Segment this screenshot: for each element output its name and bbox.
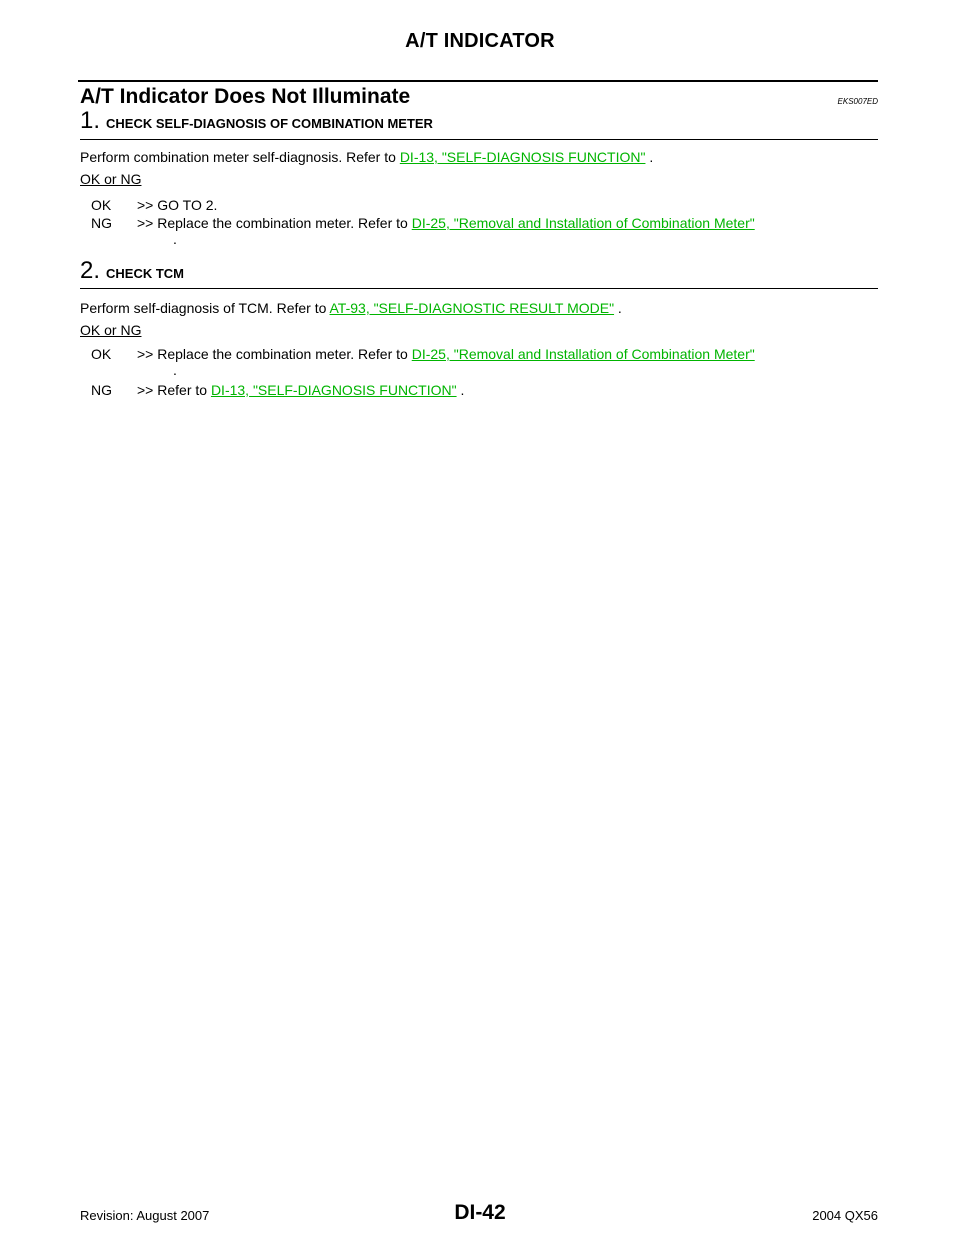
result-key: NG	[91, 382, 112, 398]
step-1-instruction-suffix: .	[645, 149, 654, 165]
step-1-instruction-link[interactable]: DI-13, "SELF-DIAGNOSIS FUNCTION"	[399, 149, 646, 165]
result-suffix: .	[456, 382, 465, 398]
step-2-instruction-suffix: .	[614, 300, 622, 316]
step-1-label: CHECK SELF-DIAGNOSIS OF COMBINATION METE…	[106, 116, 433, 131]
step-2-instruction-text: Perform self-diagnosis of TCM. Refer to	[80, 300, 330, 316]
result-link[interactable]: DI-13, "SELF-DIAGNOSIS FUNCTION"	[210, 382, 457, 398]
page-header-title: A/T INDICATOR	[405, 30, 555, 52]
header-divider	[78, 80, 878, 82]
step-2-result-ok-suffix: .	[173, 362, 177, 378]
step-2-instruction: Perform self-diagnosis of TCM. Refer to …	[80, 300, 622, 316]
footer-page-number: DI-42	[454, 1201, 506, 1224]
footer-revision: Revision: August 2007	[80, 1208, 210, 1223]
step-2-label: CHECK TCM	[106, 266, 185, 281]
step-1-result-ok: OK >> GO TO 2.	[91, 197, 217, 213]
step-1-result-label: OK or NG	[80, 171, 142, 187]
step-2-result-ng: NG >> Refer to DI-13, "SELF-DIAGNOSIS FUN…	[91, 382, 464, 398]
result-text: >> Replace the combination meter. Refer …	[137, 346, 412, 362]
section-code: EKS007ED	[837, 97, 878, 106]
step-1-divider	[80, 139, 878, 140]
result-text: >> Replace the combination meter. Refer …	[137, 215, 412, 231]
result-key: OK	[91, 346, 112, 362]
step-2-result-ok: OK >> Replace the combination meter. Refe…	[91, 346, 755, 362]
step-2-number: 2.	[80, 257, 101, 284]
step-1-instruction: Perform combination meter self-diagnosis…	[80, 149, 653, 165]
section-title: A/T Indicator Does Not Illuminate	[80, 85, 411, 108]
step-1-result-ng: NG >> Replace the combination meter. Refe…	[91, 215, 755, 231]
step-1-heading: 1. CHECK SELF-DIAGNOSIS OF COMBINATION ME…	[80, 107, 433, 135]
step-1-instruction-text: Perform combination meter self-diagnosis…	[80, 149, 400, 165]
step-2-instruction-link[interactable]: AT-93, "SELF-DIAGNOSTIC RESULT MODE"	[329, 300, 615, 316]
result-key: NG	[91, 215, 112, 231]
step-2-divider	[80, 288, 878, 289]
result-link[interactable]: DI-25, "Removal and Installation of Comb…	[411, 346, 755, 362]
step-1-result-ng-suffix: .	[173, 231, 177, 247]
step-2-heading: 2. CHECK TCM	[80, 257, 184, 285]
step-1-number: 1.	[80, 107, 101, 134]
result-key: OK	[91, 197, 112, 213]
result-link[interactable]: DI-25, "Removal and Installation of Comb…	[411, 215, 755, 231]
result-text: >> GO TO 2.	[137, 197, 218, 213]
footer-model: 2004 QX56	[812, 1208, 878, 1223]
step-2-result-label: OK or NG	[80, 322, 142, 338]
result-text: >> Refer to	[137, 382, 211, 398]
